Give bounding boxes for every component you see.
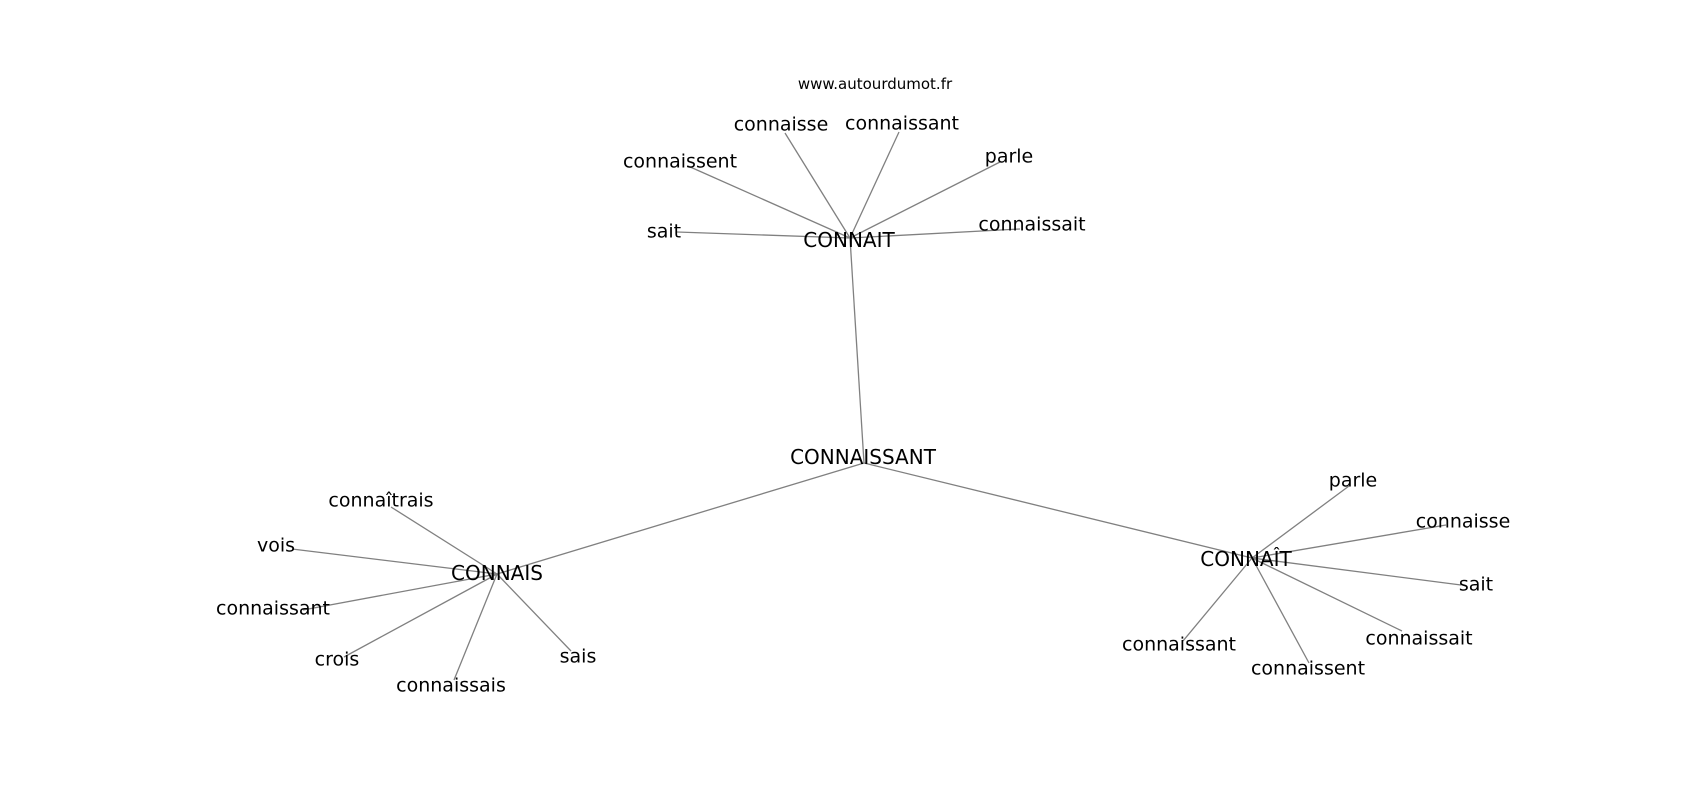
hub-node[interactable]: CONNAIS <box>451 561 543 585</box>
word-node[interactable]: connaissait <box>978 213 1086 236</box>
edge-center-hub <box>496 462 865 575</box>
word-node[interactable]: connaissait <box>1365 627 1473 650</box>
edge-hub-word <box>849 161 1001 239</box>
edge-hub-word <box>291 548 498 575</box>
word-node[interactable]: connaissent <box>1250 657 1366 680</box>
edge-hub-word <box>1251 557 1462 586</box>
edge-hub-word <box>343 573 498 658</box>
edge-hub-word <box>1251 524 1447 559</box>
word-node[interactable]: connaîtrais <box>328 489 434 512</box>
word-node[interactable]: vois <box>256 534 296 557</box>
edge-hub-word <box>1251 557 1310 664</box>
word-node[interactable]: connaissent <box>622 150 738 173</box>
edge-hub-word <box>676 231 851 239</box>
word-node[interactable]: connaissant <box>1121 633 1237 656</box>
word-node[interactable]: parle <box>984 145 1034 168</box>
edge-hub-word <box>1251 485 1350 559</box>
word-node[interactable]: sait <box>1458 573 1494 596</box>
word-node[interactable]: connaisse <box>1415 510 1511 533</box>
edge-center-hub <box>849 237 865 464</box>
edge-hub-word <box>1182 557 1253 642</box>
edge-hub-word <box>687 165 851 239</box>
edge-hub-word <box>1251 557 1403 632</box>
edge-center-hub <box>863 462 1253 559</box>
hub-node[interactable]: CONNAÎT <box>1200 547 1292 571</box>
edge-hub-word <box>302 573 498 611</box>
edge-hub-word <box>849 131 900 239</box>
word-node[interactable]: connaissant <box>215 597 331 620</box>
center-node[interactable]: CONNAISSANT <box>790 445 936 469</box>
word-node[interactable]: connaissais <box>396 674 506 697</box>
word-node[interactable]: parle <box>1328 469 1378 492</box>
word-node[interactable]: connaissant <box>844 112 960 135</box>
edge-hub-word <box>496 573 572 652</box>
edge-hub-word <box>784 132 851 239</box>
word-node[interactable]: sait <box>646 220 682 243</box>
edge-hub-word <box>849 228 1021 239</box>
word-node[interactable]: connaisse <box>733 113 829 136</box>
word-node[interactable]: sais <box>559 645 597 668</box>
hub-node[interactable]: CONNAIT <box>803 228 895 252</box>
site-label[interactable]: www.autourdumot.fr <box>797 75 953 93</box>
edge-hub-word <box>453 573 498 681</box>
edge-hub-word <box>390 506 498 575</box>
word-node[interactable]: crois <box>314 648 360 671</box>
